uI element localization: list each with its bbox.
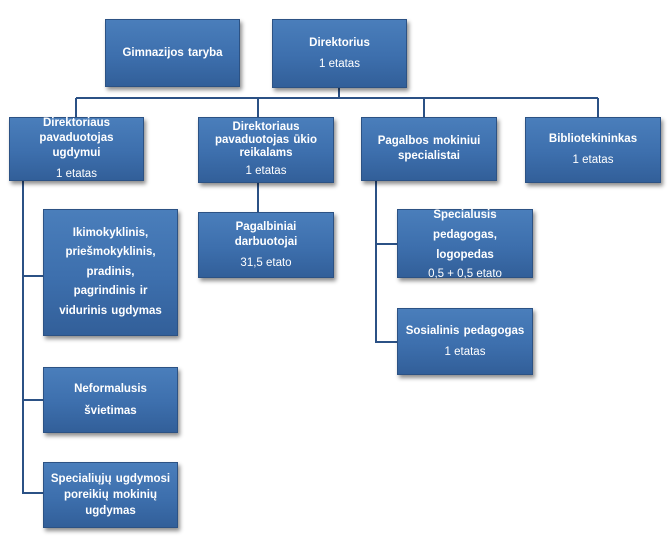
node-pavaduotojas-ugdymui: Direktoriaus pavaduotojas ugdymui 1 etat…	[9, 117, 144, 181]
node-pavaduotojas-ukio-reikalams: Direktoriaus pavaduotojas ūkio reikalams…	[198, 117, 334, 183]
node-specialusis-pedagogas: Specialusis pedagogas, logopedas 0,5 + 0…	[397, 209, 533, 280]
node-staff-count: 0,5 + 0,5 etato	[428, 268, 502, 280]
node-title: Ikimokyklinis, priešmokyklinis, pradinis…	[59, 226, 162, 317]
node-staff-count: 1 etatas	[572, 154, 614, 166]
node-gimnazijos-taryba: Gimnazijos taryba	[105, 19, 240, 87]
node-title: Direktoriaus pavaduotojas ugdymui	[39, 117, 114, 159]
node-bibliotekininkas: Bibliotekininkas 1 etatas	[525, 117, 661, 183]
node-staff-count: 1 etatas	[56, 168, 97, 180]
node-staff-count: 1 etatas	[319, 57, 360, 70]
node-pagalbos-specialistai: Pagalbos mokiniui specialistai	[361, 117, 497, 181]
node-title: Specialiųjų ugdymosi poreikių mokinių ug…	[50, 473, 171, 517]
node-direktorius: Direktorius 1 etatas	[272, 19, 407, 88]
node-staff-count: 1 etatas	[245, 165, 287, 177]
connector-support-spine	[375, 181, 397, 343]
connector-edu-spine	[22, 181, 43, 494]
node-pagalbiniai-darbuotojai: Pagalbiniai darbuotojai 31,5 etato	[198, 212, 334, 278]
node-title: Pagalbos mokiniui specialistai	[377, 135, 481, 162]
node-title: Bibliotekininkas	[548, 133, 638, 145]
node-neformalusis-svietimas: Neformalusis švietimas	[43, 367, 178, 433]
node-title: Direktoriaus pavaduotojas ūkio reikalams	[215, 121, 317, 159]
node-staff-count: 31,5 etato	[240, 256, 292, 269]
node-staff-count: 1 etatas	[444, 345, 486, 358]
node-title: Specialusis pedagogas, logopedas	[433, 209, 497, 261]
node-title: Sosialinis pedagogas	[405, 324, 525, 337]
node-title: Direktorius	[309, 36, 370, 49]
node-socialinis-pedagogas: Sosialinis pedagogas 1 etatas	[397, 308, 533, 375]
node-title: Pagalbiniai darbuotojai	[234, 220, 298, 248]
node-specialiuju-poreikiu-ugdymas: Specialiųjų ugdymosi poreikių mokinių ug…	[43, 462, 178, 528]
node-ugdymo-pakopos: Ikimokyklinis, priešmokyklinis, pradinis…	[43, 209, 178, 336]
node-title: Neformalusis švietimas	[74, 383, 147, 417]
node-title: Gimnazijos taryba	[122, 46, 223, 59]
